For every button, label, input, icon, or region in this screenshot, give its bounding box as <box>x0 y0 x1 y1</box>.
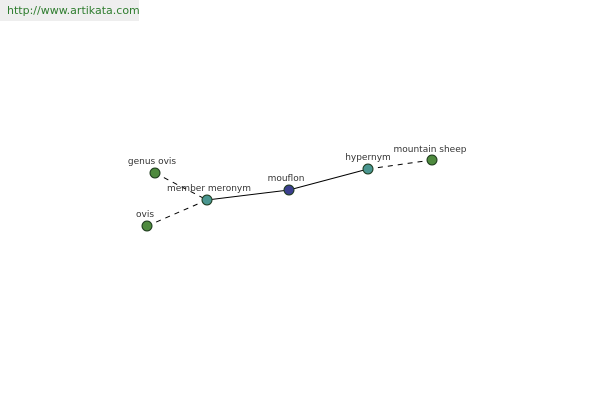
edges-layer <box>146 159 433 227</box>
node-mountain-sheep-dot[interactable] <box>426 154 438 166</box>
node-member-meronym[interactable]: member meronym <box>167 184 251 206</box>
node-mouflon-label[interactable]: mouflon <box>268 174 305 184</box>
node-genus-ovis[interactable]: genus ovis <box>128 157 177 179</box>
node-mountain-sheep[interactable]: mountain sheep <box>394 145 467 166</box>
edge-ovis-to-member-meronym <box>146 199 208 227</box>
edge-mouflon-to-hypernym <box>288 168 369 191</box>
node-ovis[interactable]: ovis <box>136 210 154 232</box>
node-member-meronym-label[interactable]: member meronym <box>167 184 251 194</box>
node-genus-ovis-label[interactable]: genus ovis <box>128 157 177 167</box>
edge-hypernym-to-mountain-sheep <box>367 159 433 170</box>
node-mountain-sheep-label[interactable]: mountain sheep <box>394 145 467 155</box>
edge-member-meronym-to-mouflon <box>206 189 290 201</box>
node-hypernym-label[interactable]: hypernym <box>345 153 391 163</box>
node-mouflon[interactable]: mouflon <box>268 174 305 196</box>
node-mouflon-dot[interactable] <box>283 184 295 196</box>
node-ovis-label[interactable]: ovis <box>136 210 154 220</box>
node-genus-ovis-dot[interactable] <box>149 167 161 179</box>
node-member-meronym-dot[interactable] <box>201 194 213 206</box>
nodes-layer: genus ovis ovis member meronym mouflon hyper… <box>128 145 467 232</box>
node-hypernym[interactable]: hypernym <box>345 153 391 175</box>
site-url-banner[interactable]: http://www.artikata.com <box>0 0 140 21</box>
node-ovis-dot[interactable] <box>141 220 153 232</box>
node-hypernym-dot[interactable] <box>362 163 374 175</box>
